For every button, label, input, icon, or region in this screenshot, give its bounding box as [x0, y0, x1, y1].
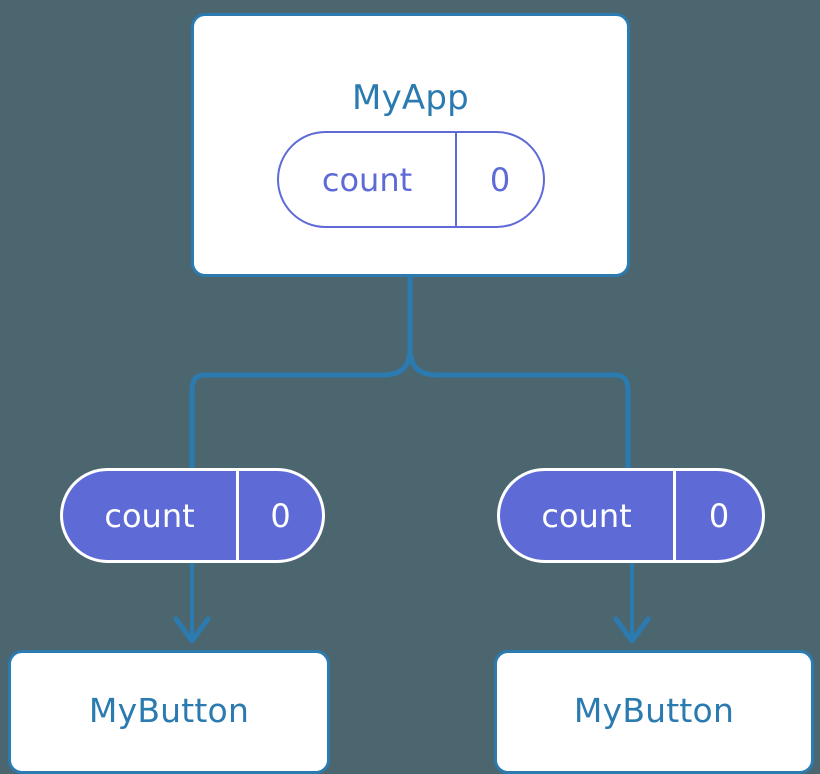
props-pill-left-count[interactable]: count 0 [60, 468, 325, 563]
props-pill-value: 0 [270, 496, 291, 535]
state-pill-key: count [279, 133, 457, 226]
connector-branch-left [189, 347, 413, 470]
component-box-mybutton-right[interactable]: MyButton [494, 650, 814, 774]
connector-branch-right [407, 347, 631, 470]
component-box-mybutton-left[interactable]: MyButton [8, 650, 330, 774]
props-pill-key: count [500, 471, 676, 560]
component-title-mybutton-left: MyButton [88, 691, 250, 730]
props-pill-value: 0 [708, 496, 730, 535]
props-pill-right-count[interactable]: count 0 [497, 468, 765, 563]
component-title-myapp: MyApp [352, 78, 469, 118]
props-pill-key: count [63, 471, 239, 560]
arrow-head-left [173, 616, 211, 644]
component-title-mybutton-right: MyButton [573, 691, 735, 730]
state-pill-myapp-count[interactable]: count 0 [277, 131, 545, 228]
arrow-head-right [613, 616, 651, 644]
state-pill-value: 0 [489, 160, 511, 199]
